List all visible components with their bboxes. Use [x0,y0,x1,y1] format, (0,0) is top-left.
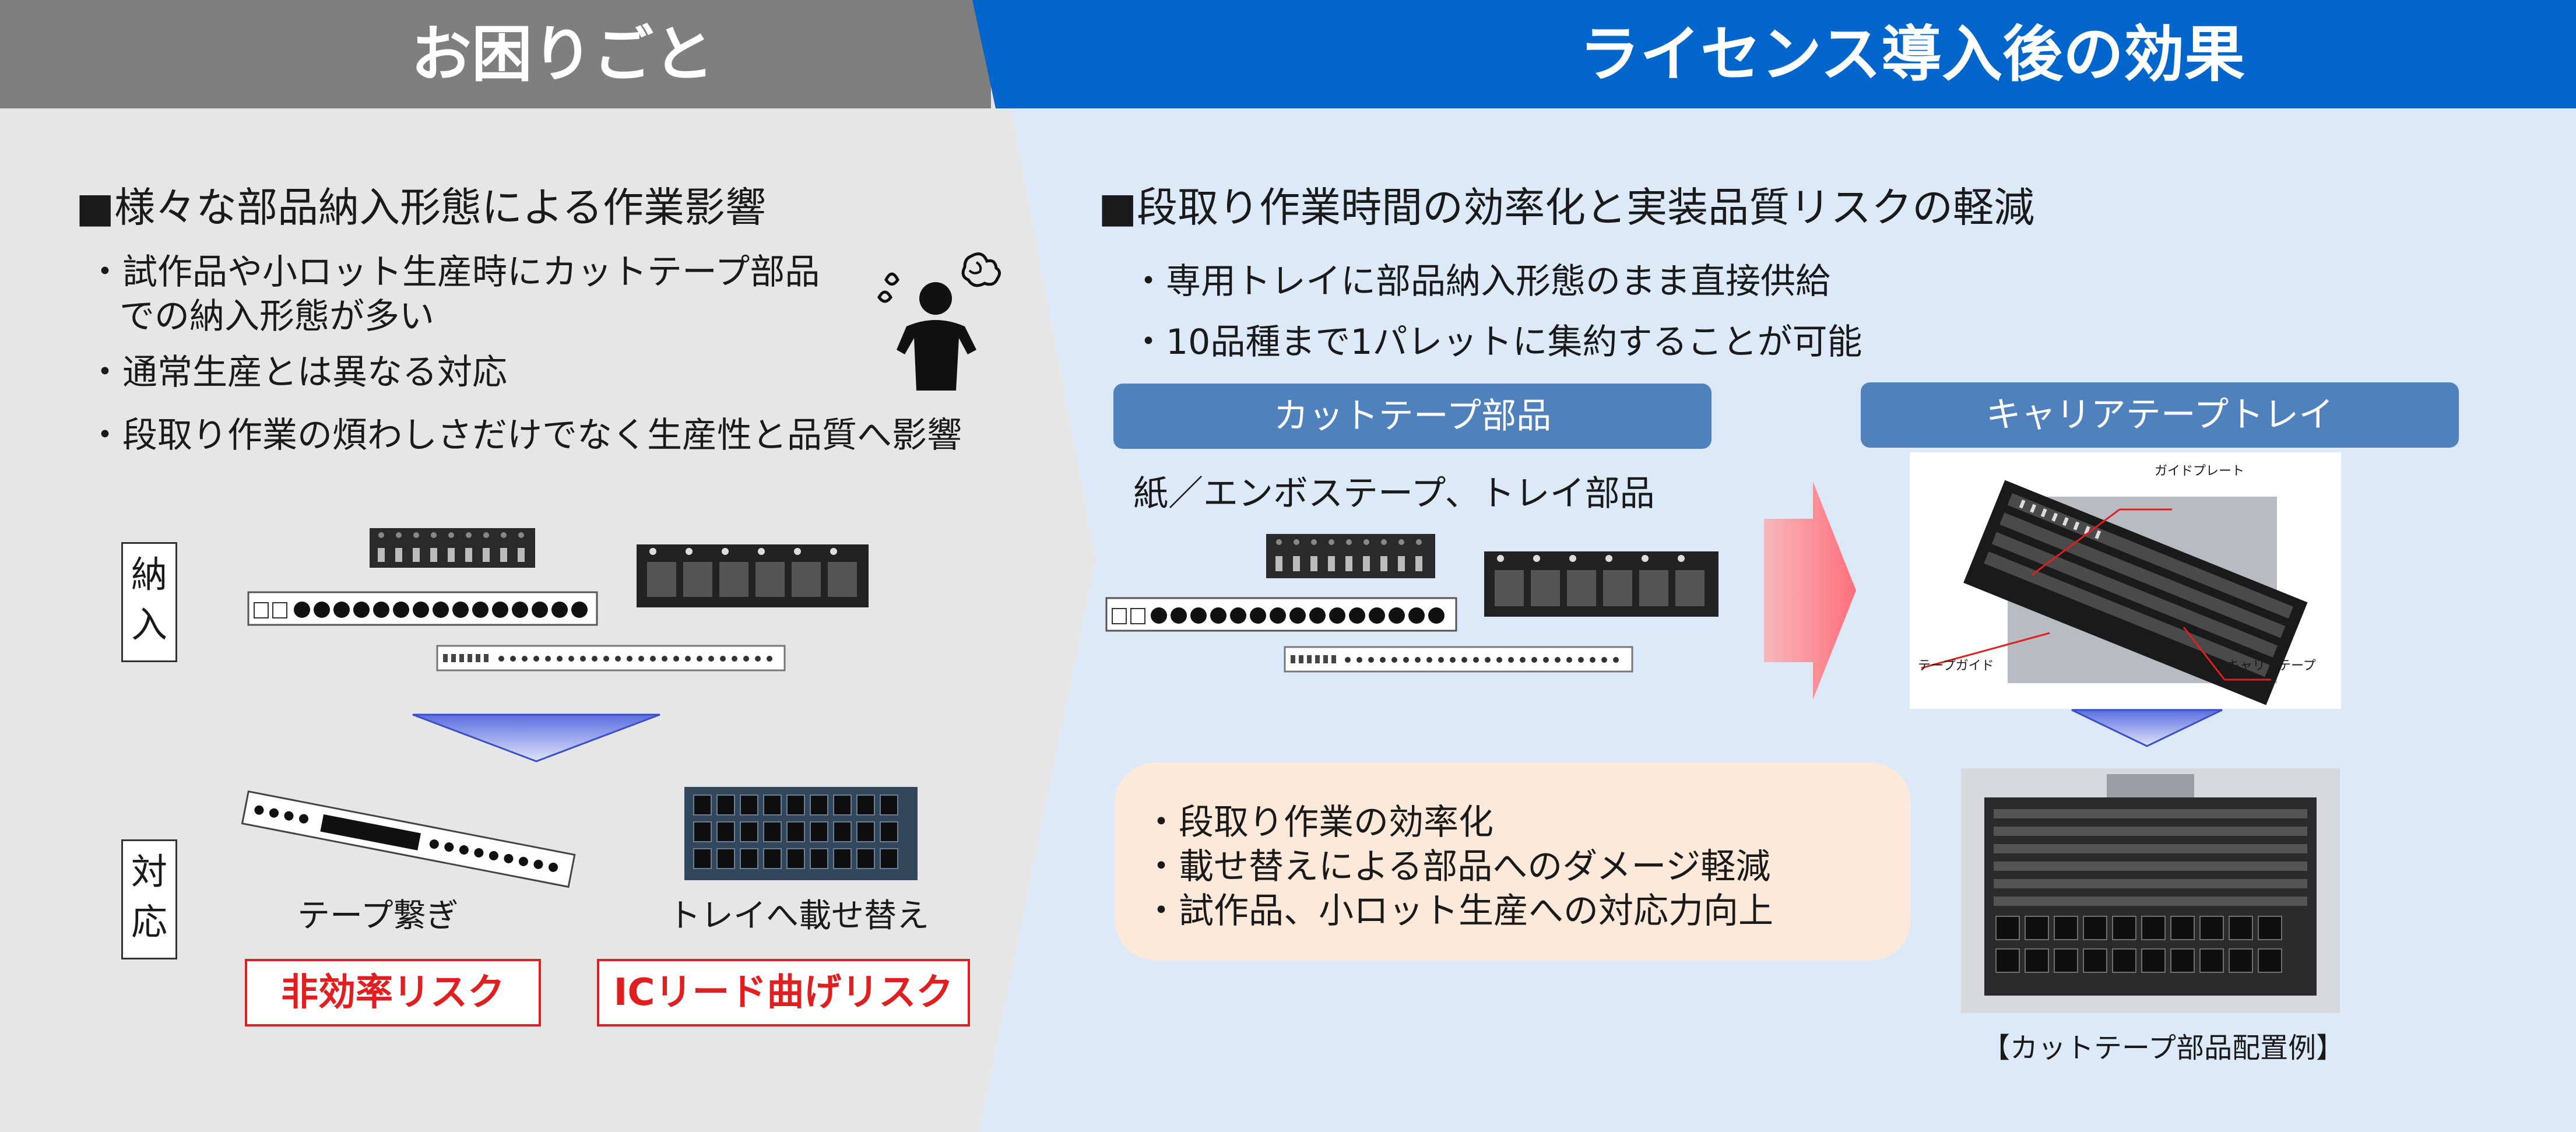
risk-ic-lead-bend: ICリード曲げリスク [597,959,970,1026]
results-box [1115,762,1911,961]
right-heading: ■段取り作業時間の効率化と実装品質リスクの軽減 [1098,184,2035,231]
caption-tray-transfer: トレイへ載せ替え [668,897,929,935]
right-arrow-icon [1764,481,1856,699]
pill-carrier-tape-tray: キャリアテープトレイ [1861,382,2459,448]
label-nounyu: 納入 [121,542,177,662]
label-taiou: 対応 [121,839,177,959]
left-heading: ■様々な部品納入形態による作業影響 [76,184,767,231]
pill-cut-tape-parts: カットテープ部品 [1113,384,1712,449]
placement-example-photo [1961,768,2340,1013]
carrier-tray-illustration [1921,480,2308,705]
right-bullet-1: ・専用トレイに部品納入形態のまま直接供給 [1131,261,1830,302]
left-header-title: お困りごと [410,19,714,90]
risk-inefficiency: 非効率リスク [245,959,541,1026]
label-guide-plate: ガイドプレート [2155,464,2245,479]
left-bullet-1: ・試作品や小ロット生産時にカットテープ部品 [87,252,820,293]
label-carrier-tape: キャリアテープ [2227,659,2316,673]
cut-tape-subtitle: 紙／エンボステープ、トレイ部品 [1133,473,1655,514]
result-1: ・段取り作業の効率化 [1144,802,1493,843]
left-handling-images [241,787,918,888]
right-bullet-2: ・10品種まで1パレットに集約することが可能 [1131,322,1862,363]
left-down-arrow-icon [412,713,660,762]
worried-person-icon [877,252,1001,391]
right-component-strips [1105,534,1718,673]
result-2: ・載せ替えによる部品へのダメージ軽減 [1144,846,1771,887]
placement-example-caption: 【カットテープ部品配置例】 [1982,1032,2345,1064]
label-tape-guide: テープガイド [1918,659,1994,673]
left-component-strips [247,528,869,672]
left-bullet-2: ・通常生産とは異なる対応 [87,352,507,393]
left-header-bar [0,0,991,108]
result-3: ・試作品、小ロット生産への対応力向上 [1144,891,1773,931]
left-bullet-3: ・段取り作業の煩わしさだけでなく生産性と品質へ影響 [87,415,962,456]
right-down-arrow-icon [2071,709,2223,747]
right-header-bar [972,0,2576,108]
left-bullet-1-cont: での納入形態が多い [120,296,434,337]
caption-tape-splice: テープ繋ぎ [297,897,459,935]
right-header-title: ライセンス導入後の効果 [1579,19,2245,90]
